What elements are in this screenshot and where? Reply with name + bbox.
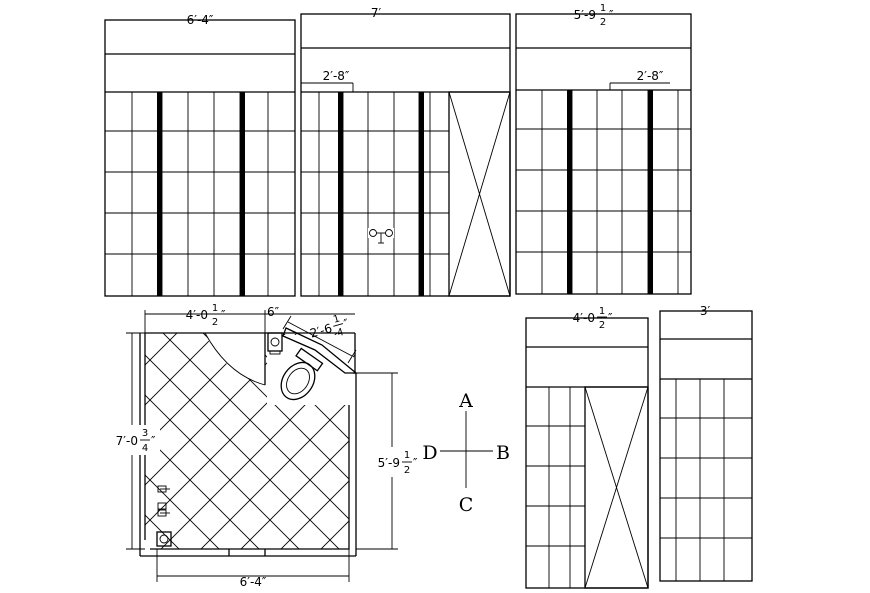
elevation-1: 6′-4″ [104,13,296,297]
floor-plan: 4′-0 1 2 ″ 6″ 2′-6 1 4 ″ 7′-0 3 4 ″ [104,303,422,589]
elevation-3-tile-grid [516,90,691,294]
plan-diagonal-label: 2′-6 1 4 ″ [308,313,351,341]
svg-text:1: 1 [600,3,606,14]
svg-text:2: 2 [212,317,218,328]
svg-text:4′-0: 4′-0 [186,308,208,322]
plan-left-height-label: 7′-0 3 4 ″ [104,425,160,455]
elevation-3-width-label: 5′-9 1 2 ″ [574,3,614,28]
elevation-1-granite-panel [161,91,241,297]
svg-text:″: ″ [342,316,351,331]
elevation-3-granite-panel [571,89,649,295]
svg-text:2: 2 [600,17,606,28]
svg-text:2′-6: 2′-6 [308,321,333,341]
elevation-4-door [584,386,649,589]
svg-text:2: 2 [404,465,410,476]
elevation-2-border-strip-right [419,92,424,296]
svg-text:4: 4 [336,327,345,339]
elevation-3-border-strip-left [567,90,572,294]
elevation-2-niche-label: 2′-8″ [323,69,350,83]
svg-text:″: ″ [609,8,614,22]
elevation-2-tile-grid [301,92,449,296]
svg-text:″: ″ [221,308,226,322]
svg-text:″: ″ [151,434,156,448]
elevation-2-granite-panel [342,91,420,297]
svg-text:5′-9: 5′-9 [574,8,596,22]
svg-text:5′-9: 5′-9 [378,456,400,470]
elevation-2-door [448,91,511,297]
svg-text:1: 1 [332,313,341,325]
faucet-icon [368,228,394,244]
compass-c-label: C [459,494,474,516]
elevation-5-tile-grid [660,379,752,581]
elevation-4: 4′-0 1 2 ″ [525,306,649,589]
elevation-2: 7′ 2′-8″ [300,6,511,297]
svg-text:2: 2 [599,320,605,331]
elevation-3-border-strip-right [648,90,653,294]
elevation-2-width-label: 7′ [371,6,382,20]
svg-text:1: 1 [212,303,218,314]
svg-text:1: 1 [404,450,410,461]
svg-text:3: 3 [142,428,148,439]
elevation-key-compass: A B C D [422,390,510,516]
plan-right-height-label: 5′-9 1 2 ″ [364,447,422,477]
elevation-4-tile-grid [526,387,585,588]
compass-d-label: D [422,442,437,464]
svg-text:″: ″ [413,456,418,470]
plan-bottom-width-label: 6′-4″ [240,575,267,589]
elevation-1-border-strip-right [240,92,245,296]
elevation-2-border-strip-left [338,92,343,296]
plan-top-width-label: 4′-0 1 2 ″ [186,303,226,328]
elevation-3-niche-label: 2′-8″ [637,69,664,83]
compass-a-label: A [458,390,473,412]
elevation-5: 3′ [659,304,753,582]
svg-text:1: 1 [599,306,605,317]
compass-b-label: B [496,442,510,464]
floor-drain-icon [156,531,172,547]
svg-text:7′-0: 7′-0 [116,434,138,448]
plan-offset-label: 6″ [267,305,280,319]
elevation-3: 5′-9 1 2 ″ 2′-8″ [515,3,692,295]
wash-basin-icon [267,332,283,355]
svg-text:4: 4 [142,443,148,454]
elevation-1-border-strip-left [157,92,162,296]
elevation-1-tile-grid [105,92,295,296]
toilet-icon [280,347,324,401]
light-switch-icon [157,485,170,517]
